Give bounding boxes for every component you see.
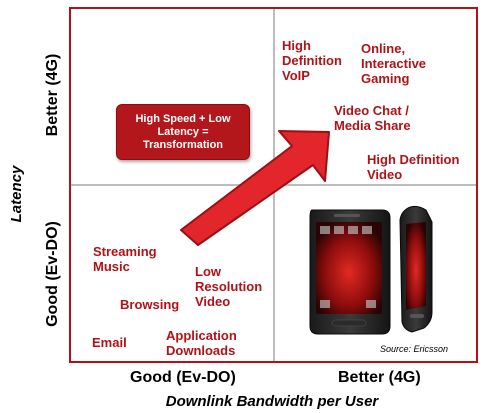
phone-front-icon	[309, 209, 391, 335]
source-credit: Source: Ericsson	[380, 344, 449, 354]
y-tick-good-evdo: Good (Ev-DO)	[44, 221, 61, 327]
y-axis-label: Latency	[8, 165, 25, 223]
transformation-callout: High Speed + Low Latency = Transformatio…	[116, 104, 250, 160]
item-browsing: Browsing	[120, 297, 180, 312]
x-tick-good-evdo: Good (Ev-DO)	[130, 369, 236, 386]
item-hd-video: High Definition Video	[367, 152, 460, 182]
smartphones-image	[309, 205, 433, 335]
x-axis-label: Downlink Bandwidth per User	[0, 393, 488, 410]
x-tick-better-4g: Better (4G)	[338, 369, 421, 386]
item-app-downloads: Application Downloads	[166, 328, 237, 358]
item-video-chat: Video Chat / Media Share	[334, 103, 411, 133]
item-hd-voip: High Definition VoIP	[282, 38, 342, 83]
phone-side-icon	[399, 205, 433, 333]
item-streaming-music: Streaming Music	[93, 244, 157, 274]
item-email: Email	[92, 335, 127, 350]
item-online-gaming: Online, Interactive Gaming	[361, 41, 427, 86]
y-tick-better-4g: Better (4G)	[44, 53, 61, 137]
horizontal-divider	[71, 184, 476, 186]
x-axis-label-text: Downlink Bandwidth per User	[165, 393, 379, 410]
quadrant-frame	[69, 7, 478, 363]
item-low-res-video: Low Resolution Video	[195, 264, 263, 309]
